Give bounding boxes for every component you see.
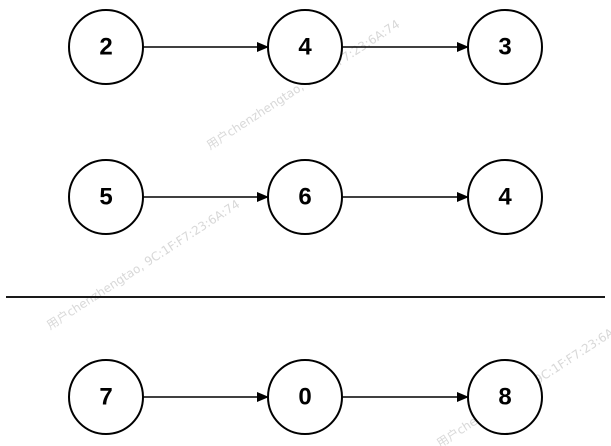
list-node: 4 (267, 9, 343, 85)
linked-list-operand-1: 2 4 3 (68, 9, 543, 85)
node-value: 0 (298, 384, 311, 411)
list-node: 2 (68, 9, 144, 85)
list-node: 3 (467, 9, 543, 85)
list-node: 8 (467, 359, 543, 435)
node-value: 2 (99, 34, 112, 61)
node-circle (467, 159, 543, 235)
linked-list-result: 7 0 8 (68, 359, 543, 435)
node-circle (267, 359, 343, 435)
node-circle (467, 9, 543, 85)
node-value: 3 (498, 34, 511, 61)
linked-list-operand-2: 5 6 4 (68, 159, 543, 235)
list-node: 6 (267, 159, 343, 235)
list-node: 0 (267, 359, 343, 435)
node-circle (267, 159, 343, 235)
node-value: 4 (298, 34, 312, 61)
node-value: 8 (498, 384, 511, 411)
node-circle (68, 9, 144, 85)
node-value: 7 (99, 384, 112, 411)
list-node: 7 (68, 359, 144, 435)
node-circle (267, 9, 343, 85)
list-node: 5 (68, 159, 144, 235)
list-node: 4 (467, 159, 543, 235)
node-value: 6 (298, 184, 311, 211)
node-circle (68, 159, 144, 235)
node-value: 5 (99, 184, 112, 211)
watermark-text: 用户chenzhengtao, 9C:1F:F7:23:6A:74 (43, 196, 242, 332)
lists-layer: 2 4 3 5 6 4 7 0 8 (68, 9, 543, 435)
node-circle (68, 359, 144, 435)
node-value: 4 (498, 184, 512, 211)
node-circle (467, 359, 543, 435)
